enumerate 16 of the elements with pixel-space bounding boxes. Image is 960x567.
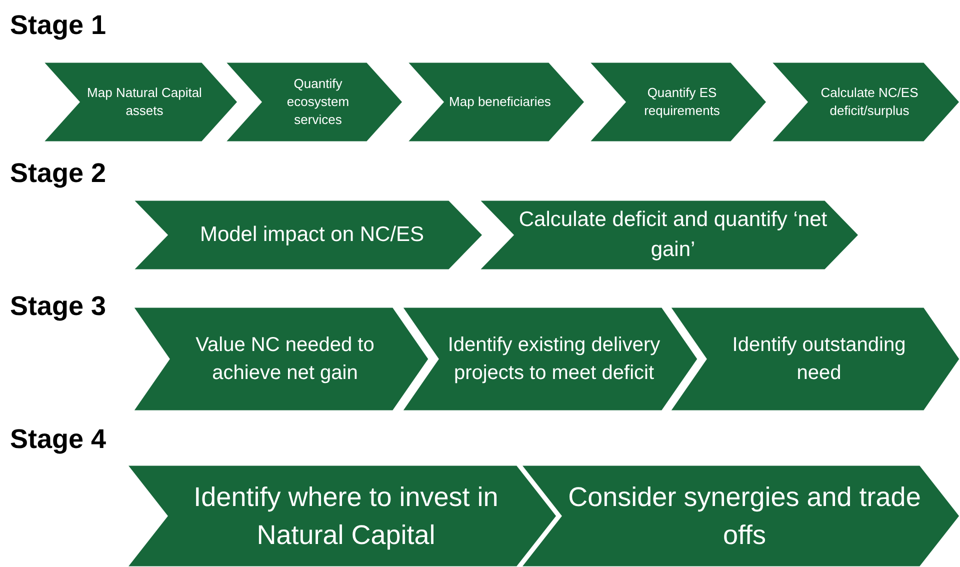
stage-heading: Stage 1 (10, 9, 106, 42)
chevron-step: Consider synergies and trade offs (521, 465, 960, 567)
chevron-step: Identify existing delivery projects to meet deficit (402, 307, 698, 411)
chevron-step: Calculate deficit and quantify ‘net gain’ (479, 200, 859, 270)
chevron-step: Calculate NC/ES deficit/surplus (771, 62, 960, 142)
chevron-step: Map Natural Capital assets (43, 62, 238, 142)
stage-heading: Stage 2 (10, 157, 106, 190)
chevron-step: Quantify ecosystem services (225, 62, 403, 142)
stage-heading: Stage 4 (10, 423, 106, 456)
stage-heading: Stage 3 (10, 290, 106, 323)
chevron-step: Identify where to invest in Natural Capital (127, 465, 557, 567)
chevron-step: Map beneficiaries (407, 62, 585, 142)
chevron-step: Identify outstanding need (670, 307, 960, 411)
chevron-step: Value NC needed to achieve net gain (133, 307, 429, 411)
chevron-step: Quantify ES requirements (589, 62, 767, 142)
chevron-step: Model impact on NC/ES (133, 200, 483, 270)
